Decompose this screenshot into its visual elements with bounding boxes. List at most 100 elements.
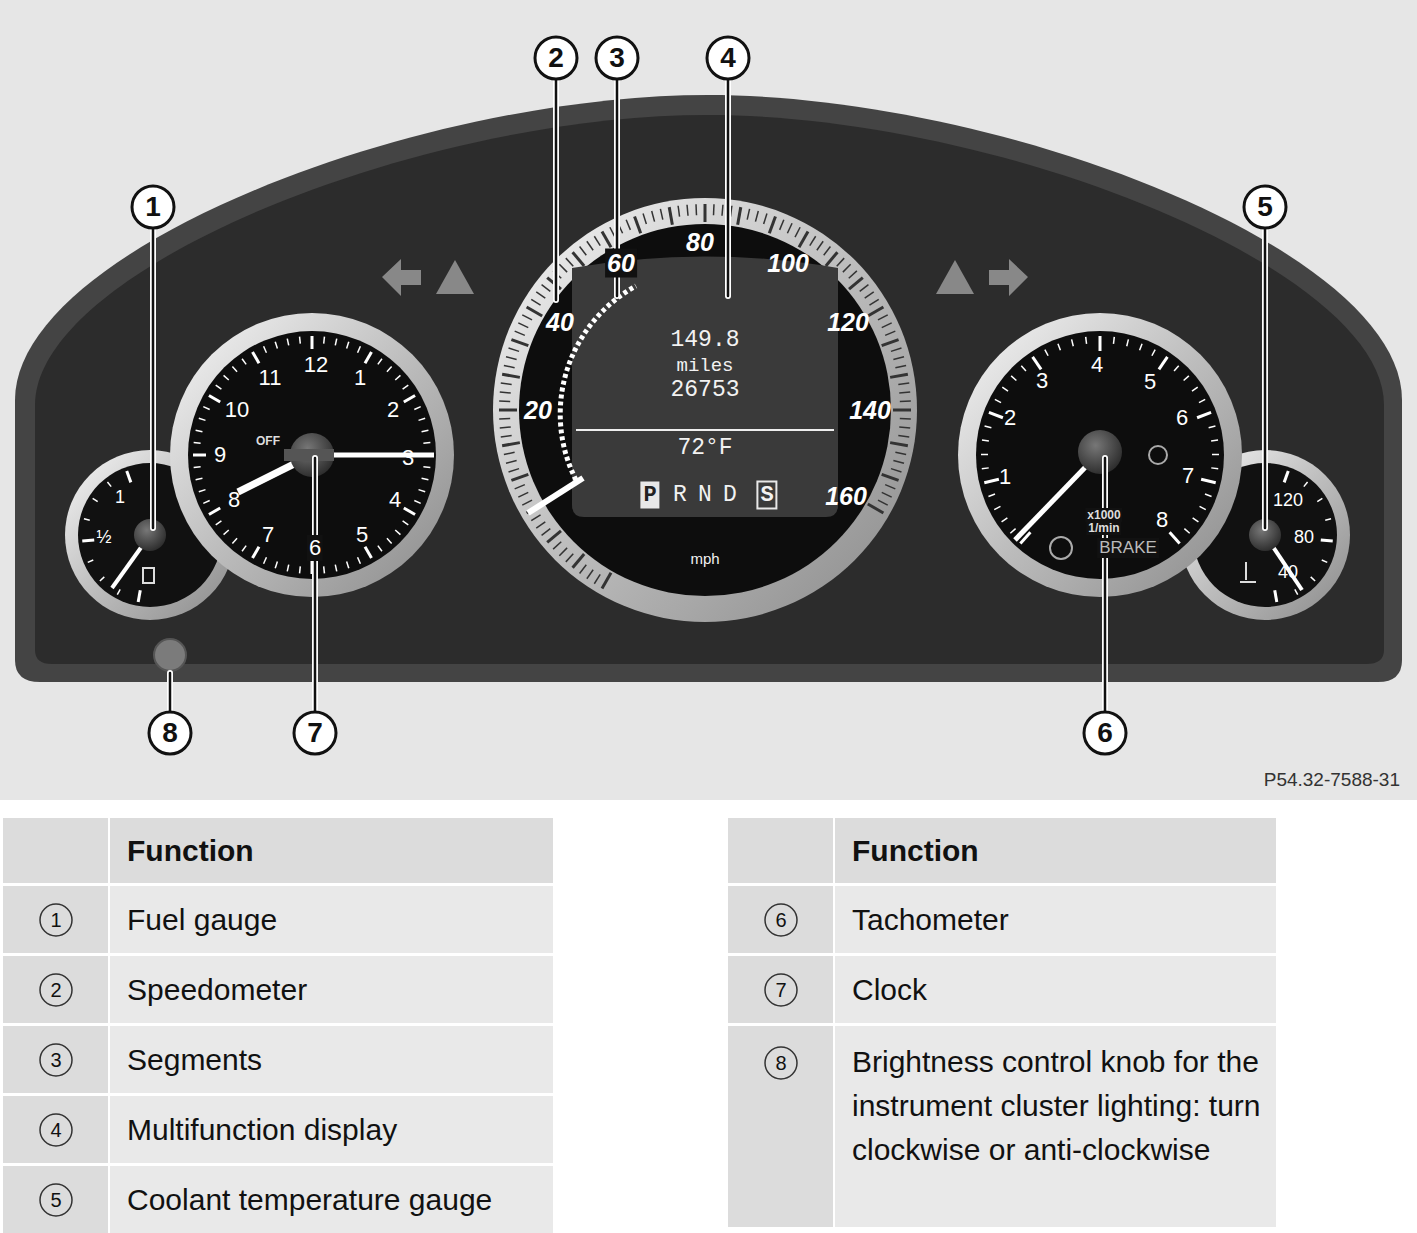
- scale-tick: [1184, 376, 1189, 381]
- callout-number: 3: [609, 42, 625, 74]
- scale-tick: [404, 508, 415, 515]
- scale-tick: [878, 315, 888, 320]
- scale-tick: [849, 278, 863, 290]
- scale-tick: [506, 357, 517, 360]
- scale-tick: [536, 292, 545, 298]
- scale-tick: [422, 478, 429, 479]
- scale-tick: [404, 396, 415, 403]
- scale-tick: [721, 205, 723, 216]
- gear-indicator: S: [756, 481, 777, 510]
- scale-tick: [509, 348, 519, 351]
- scale-tick: [704, 204, 707, 222]
- scale-tick: [817, 241, 823, 250]
- scale-tick: [994, 506, 1000, 509]
- scale-tick: [378, 546, 382, 552]
- scale-tick: [501, 435, 512, 436]
- callout-number: 8: [162, 717, 178, 749]
- tachometer: [958, 313, 1242, 597]
- indicator-icons: [382, 259, 1028, 296]
- gauge-scale-number: 120: [1273, 490, 1303, 511]
- scale-tick: [580, 247, 587, 256]
- scale-tick: [506, 460, 517, 463]
- gauge-scale-number: 5: [356, 522, 368, 548]
- scale-tick: [93, 498, 98, 501]
- scale-tick: [882, 323, 892, 328]
- table-cell: Segments: [127, 1043, 262, 1077]
- speed-scale-number: 20: [524, 396, 552, 425]
- scale-tick: [837, 258, 844, 266]
- scale-tick: [500, 426, 511, 428]
- gear-indicator: P: [640, 482, 659, 509]
- scale-tick: [1201, 479, 1216, 483]
- scale-tick: [890, 374, 908, 377]
- scale-tick: [287, 339, 288, 346]
- table-number: 8: [775, 1052, 786, 1075]
- scale-tick: [559, 548, 567, 556]
- scale-tick: [843, 264, 851, 272]
- scale-tick: [1099, 336, 1102, 351]
- scale-tick: [509, 469, 519, 472]
- scale-tick: [501, 383, 512, 384]
- scale-tick: [580, 565, 587, 574]
- display-readout: 26753: [670, 377, 739, 403]
- scale-tick: [566, 258, 573, 266]
- gauge-scale-number: 4: [1091, 352, 1103, 378]
- scale-tick: [1152, 350, 1155, 356]
- scale-tick: [531, 515, 540, 521]
- scale-tick: [626, 220, 630, 230]
- scale-tick: [988, 494, 995, 496]
- scale-tick: [224, 375, 229, 380]
- scale-tick: [1021, 366, 1026, 371]
- illustration-ground: [0, 0, 1417, 800]
- scale-tick: [1321, 540, 1333, 541]
- scale-tick: [1304, 482, 1308, 487]
- scale-tick: [511, 340, 528, 346]
- scale-tick: [747, 209, 749, 220]
- scale-tick: [865, 292, 874, 298]
- scale-tick: [891, 348, 901, 351]
- gauge-scale-number: 2: [1004, 405, 1016, 431]
- scale-tick: [1211, 467, 1218, 469]
- scale-tick: [500, 391, 511, 393]
- scale-tick: [1045, 350, 1048, 356]
- scale-tick: [635, 216, 641, 233]
- scale-tick: [203, 407, 209, 410]
- scale-tick: [422, 430, 429, 431]
- scale-tick: [542, 285, 551, 292]
- callout-number: 2: [548, 42, 564, 74]
- table-header: Function: [127, 834, 254, 868]
- scale-tick: [1295, 589, 1298, 594]
- scale-tick: [982, 467, 989, 469]
- table-number: 4: [50, 1119, 61, 1142]
- scale-tick: [216, 521, 222, 525]
- scale-tick: [1140, 344, 1142, 351]
- scale-tick: [587, 570, 593, 579]
- gauge-scale-number: 6: [307, 535, 323, 561]
- scale-tick: [738, 207, 741, 225]
- scale-tick: [573, 252, 585, 266]
- scale-tick: [127, 471, 131, 482]
- callout-number: 1: [145, 191, 161, 223]
- scale-tick: [900, 418, 911, 420]
- scale-tick: [1200, 506, 1206, 509]
- scale-tick: [511, 474, 528, 480]
- scale-tick: [387, 367, 392, 372]
- scale-tick: [868, 504, 884, 513]
- scale-tick: [299, 337, 301, 344]
- scale-tick: [810, 236, 816, 245]
- scale-tick: [878, 500, 888, 505]
- scale-tick: [423, 466, 430, 468]
- scale-tick: [1317, 498, 1322, 501]
- table-cell: Speedometer: [127, 973, 307, 1007]
- scale-tick: [1010, 529, 1015, 534]
- gauge-scale-number: 7: [262, 522, 274, 548]
- scale-tick: [893, 409, 911, 412]
- scale-tick: [502, 374, 520, 377]
- scale-tick: [403, 521, 409, 525]
- scale-tick: [573, 554, 585, 568]
- scale-tick: [232, 367, 237, 372]
- speed-scale-number: 100: [767, 249, 809, 278]
- scale-tick: [899, 391, 910, 393]
- scale-tick: [769, 216, 775, 233]
- scale-tick: [264, 346, 267, 352]
